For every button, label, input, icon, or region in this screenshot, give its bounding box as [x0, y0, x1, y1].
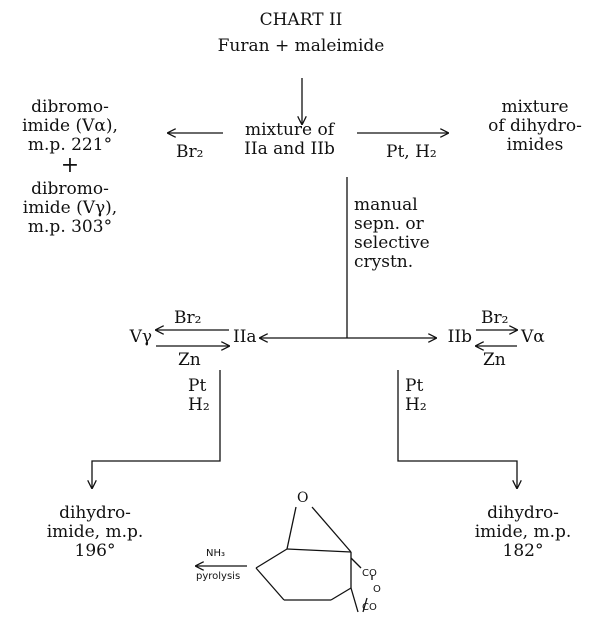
starting-materials: Furan + maleimide — [217, 36, 385, 56]
isomer-valpha: Vα — [521, 327, 545, 347]
reagent-pt-h2-right: Pt H₂ — [405, 376, 427, 415]
isomer-iia: IIa — [233, 327, 257, 347]
dibromoimide-valpha-label: dibromo- imide (Vα), m.p. 221° — [22, 97, 118, 155]
structure-co-bottom: CO — [362, 602, 377, 613]
reagent-pt-h2-left: Pt H₂ — [188, 376, 210, 415]
mixture-iia-iib-label: mixture of IIa and IIb — [244, 120, 335, 159]
structure-oxygen-bridge: O — [297, 490, 309, 506]
dihydroimide-mixture-label: mixture of dihydro- imides — [488, 97, 582, 155]
reagent-nh3: NH₃ — [206, 548, 226, 559]
structure-co-top: CO — [362, 568, 377, 579]
arrow-iib-to-dihydro-182 — [397, 370, 517, 488]
dihydroimide-196-label: dihydro- imide, m.p. 196° — [46, 503, 144, 561]
reagent-br2-left: Br₂ — [174, 308, 202, 328]
plus-sign: + — [60, 153, 80, 178]
structure-o-ring: O — [373, 584, 381, 595]
isomer-iib: IIb — [447, 327, 472, 347]
reagent-pt-h2-top: Pt, H₂ — [386, 142, 437, 162]
reagent-pyrolysis: pyrolysis — [196, 571, 241, 582]
arrow-iia-to-dihydro-196 — [92, 370, 221, 488]
reagent-zn-left: Zn — [178, 350, 201, 370]
reagent-br2-top: Br₂ — [176, 142, 204, 162]
chart-title: CHART II — [259, 10, 343, 30]
isomer-vgamma: Vγ — [129, 327, 152, 347]
dibromoimide-vgamma-label: dibromo- imide (Vγ), m.p. 303° — [22, 179, 118, 237]
oxabicyclic-anhydride-structure — [255, 506, 373, 613]
dihydroimide-182-label: dihydro- imide, m.p. 182° — [474, 503, 572, 561]
reagent-br2-right: Br₂ — [481, 308, 509, 328]
separation-conditions: manual sepn. or selective crystn. — [354, 195, 430, 272]
reagent-zn-right: Zn — [483, 350, 506, 370]
